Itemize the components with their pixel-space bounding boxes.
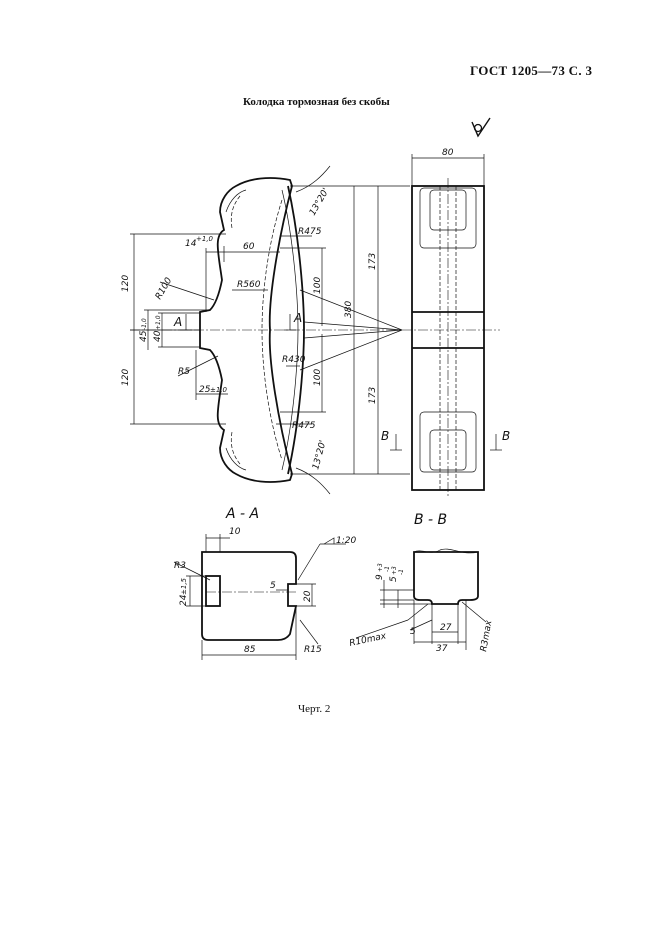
dim-173-bottom: 173 xyxy=(368,387,378,404)
dim-9-tol: +3 xyxy=(377,563,384,572)
standard-header: ГОСТ 1205—73 С. 3 xyxy=(470,63,593,78)
section-bb xyxy=(355,548,487,650)
dim-5-bottom: 5 xyxy=(410,627,416,637)
dim-37: 37 xyxy=(436,644,448,654)
dim-60: 60 xyxy=(243,242,255,252)
dim-r475-bottom: R475 xyxy=(292,421,316,431)
dim-angle-bottom: 13°20' xyxy=(311,439,328,470)
dim-5: 5 xyxy=(270,581,276,591)
section-aa-label: A - A xyxy=(225,506,259,522)
dim-45: 45 xyxy=(139,330,149,342)
dim-5v: 5 xyxy=(389,576,399,582)
dim-380: 380 xyxy=(344,301,354,318)
dim-r15: R15 xyxy=(304,645,322,655)
drawing-title: Колодка тормозная без скобы xyxy=(243,96,390,108)
dim-angle-top: 13°20' xyxy=(308,187,332,218)
dim-5v-tol2: -1 xyxy=(398,569,405,575)
dim-40: 40 xyxy=(153,330,163,342)
drawing-caption: Черт. 2 xyxy=(298,703,331,715)
dim-25: 25 xyxy=(199,385,211,395)
dim-120-top: 120 xyxy=(121,275,131,292)
dim-r3: R3 xyxy=(174,561,186,571)
brake-shoe-side-view xyxy=(390,154,502,498)
dim-14-tol: +1,0 xyxy=(196,235,214,243)
dim-80: 80 xyxy=(442,148,454,158)
dim-r3max: R3max xyxy=(479,619,494,653)
dim-r430: R430 xyxy=(282,355,306,365)
dim-100-top: 100 xyxy=(313,277,323,294)
dim-27: 27 xyxy=(440,623,452,633)
dim-45-tol: -1,0 xyxy=(141,318,148,330)
dim-85: 85 xyxy=(244,645,256,655)
dim-173-top: 173 xyxy=(368,253,378,270)
dim-r100: R100 xyxy=(154,276,175,302)
section-a-mark-right: A xyxy=(293,311,302,325)
dim-10: 10 xyxy=(229,527,241,537)
section-bb-label: B - B xyxy=(414,512,447,528)
dim-20: 20 xyxy=(303,590,313,602)
dim-14: 14 xyxy=(185,239,197,249)
section-b-mark-right: B xyxy=(502,429,510,443)
dim-24-tol: ±1,5 xyxy=(180,577,188,595)
dim-24: 24 xyxy=(179,594,189,606)
section-a-mark-left: A xyxy=(173,315,182,329)
dim-40-tol: +1,0 xyxy=(155,315,162,330)
dim-slope: 1:20 xyxy=(336,536,356,546)
dim-25-tol: ±1,0 xyxy=(210,386,228,394)
roughness-mark-icon xyxy=(471,117,491,138)
dim-9: 9 xyxy=(375,574,385,580)
dim-9-tol2: -1 xyxy=(384,566,391,572)
section-aa xyxy=(173,534,346,660)
dim-100-bottom: 100 xyxy=(313,369,323,386)
dim-5v-tol: +3 xyxy=(391,566,398,575)
dim-r475-top: R475 xyxy=(298,227,322,237)
section-b-mark-left: B xyxy=(381,429,389,443)
dim-r5: R5 xyxy=(178,367,190,377)
dim-r560: R560 xyxy=(237,280,261,290)
dim-120-bottom: 120 xyxy=(121,369,131,386)
